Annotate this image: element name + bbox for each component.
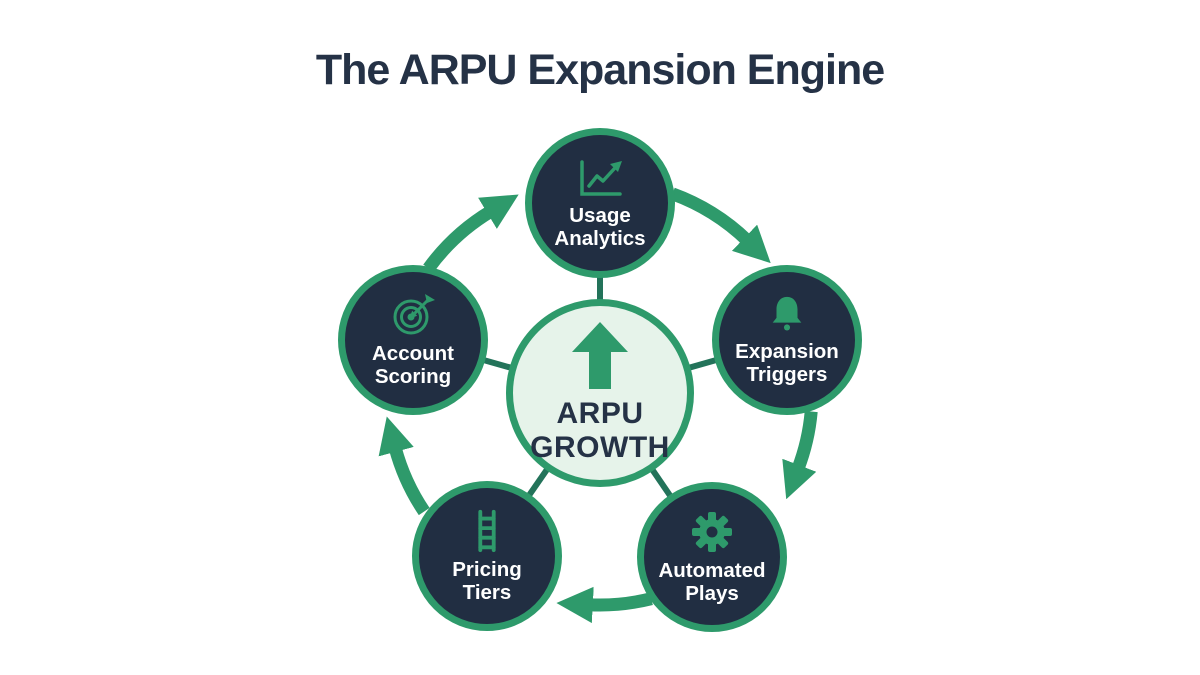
arrow-account-scoring-to-usage-analytics [423,194,519,273]
gear-icon [692,511,732,552]
node-label: Usage Analytics [554,203,646,250]
target-icon [393,293,435,335]
node-label: Expansion Triggers [735,339,839,386]
bell-icon [772,296,802,331]
node-account-scoring: Account Scoring [338,265,488,415]
arrow-expansion-triggers-to-automated-plays [782,410,818,500]
node-usage-analytics: Usage Analytics [525,128,675,278]
node-expansion-triggers: Expansion Triggers [712,265,862,415]
arrow-usage-analytics-to-expansion-triggers [670,187,771,264]
node-label: Account Scoring [372,341,454,388]
ladder-icon [478,509,496,552]
line-chart-icon [580,159,622,196]
arrow-automated-plays-to-pricing-tiers [556,586,653,624]
node-label: Automated Plays [658,558,766,605]
node-label: Pricing Tiers [452,557,522,604]
node-pricing-tiers: Pricing Tiers [412,481,562,631]
hub-node-arpu-growth: ARPU GROWTH [506,299,694,487]
node-automated-plays: Automated Plays [637,482,787,632]
arrow-up-icon [572,321,628,389]
hub-label: ARPU GROWTH [530,396,670,464]
page-title: The ARPU Expansion Engine [315,46,885,94]
arrow-pricing-tiers-to-account-scoring [378,416,430,516]
cycle-arrows [378,187,818,624]
